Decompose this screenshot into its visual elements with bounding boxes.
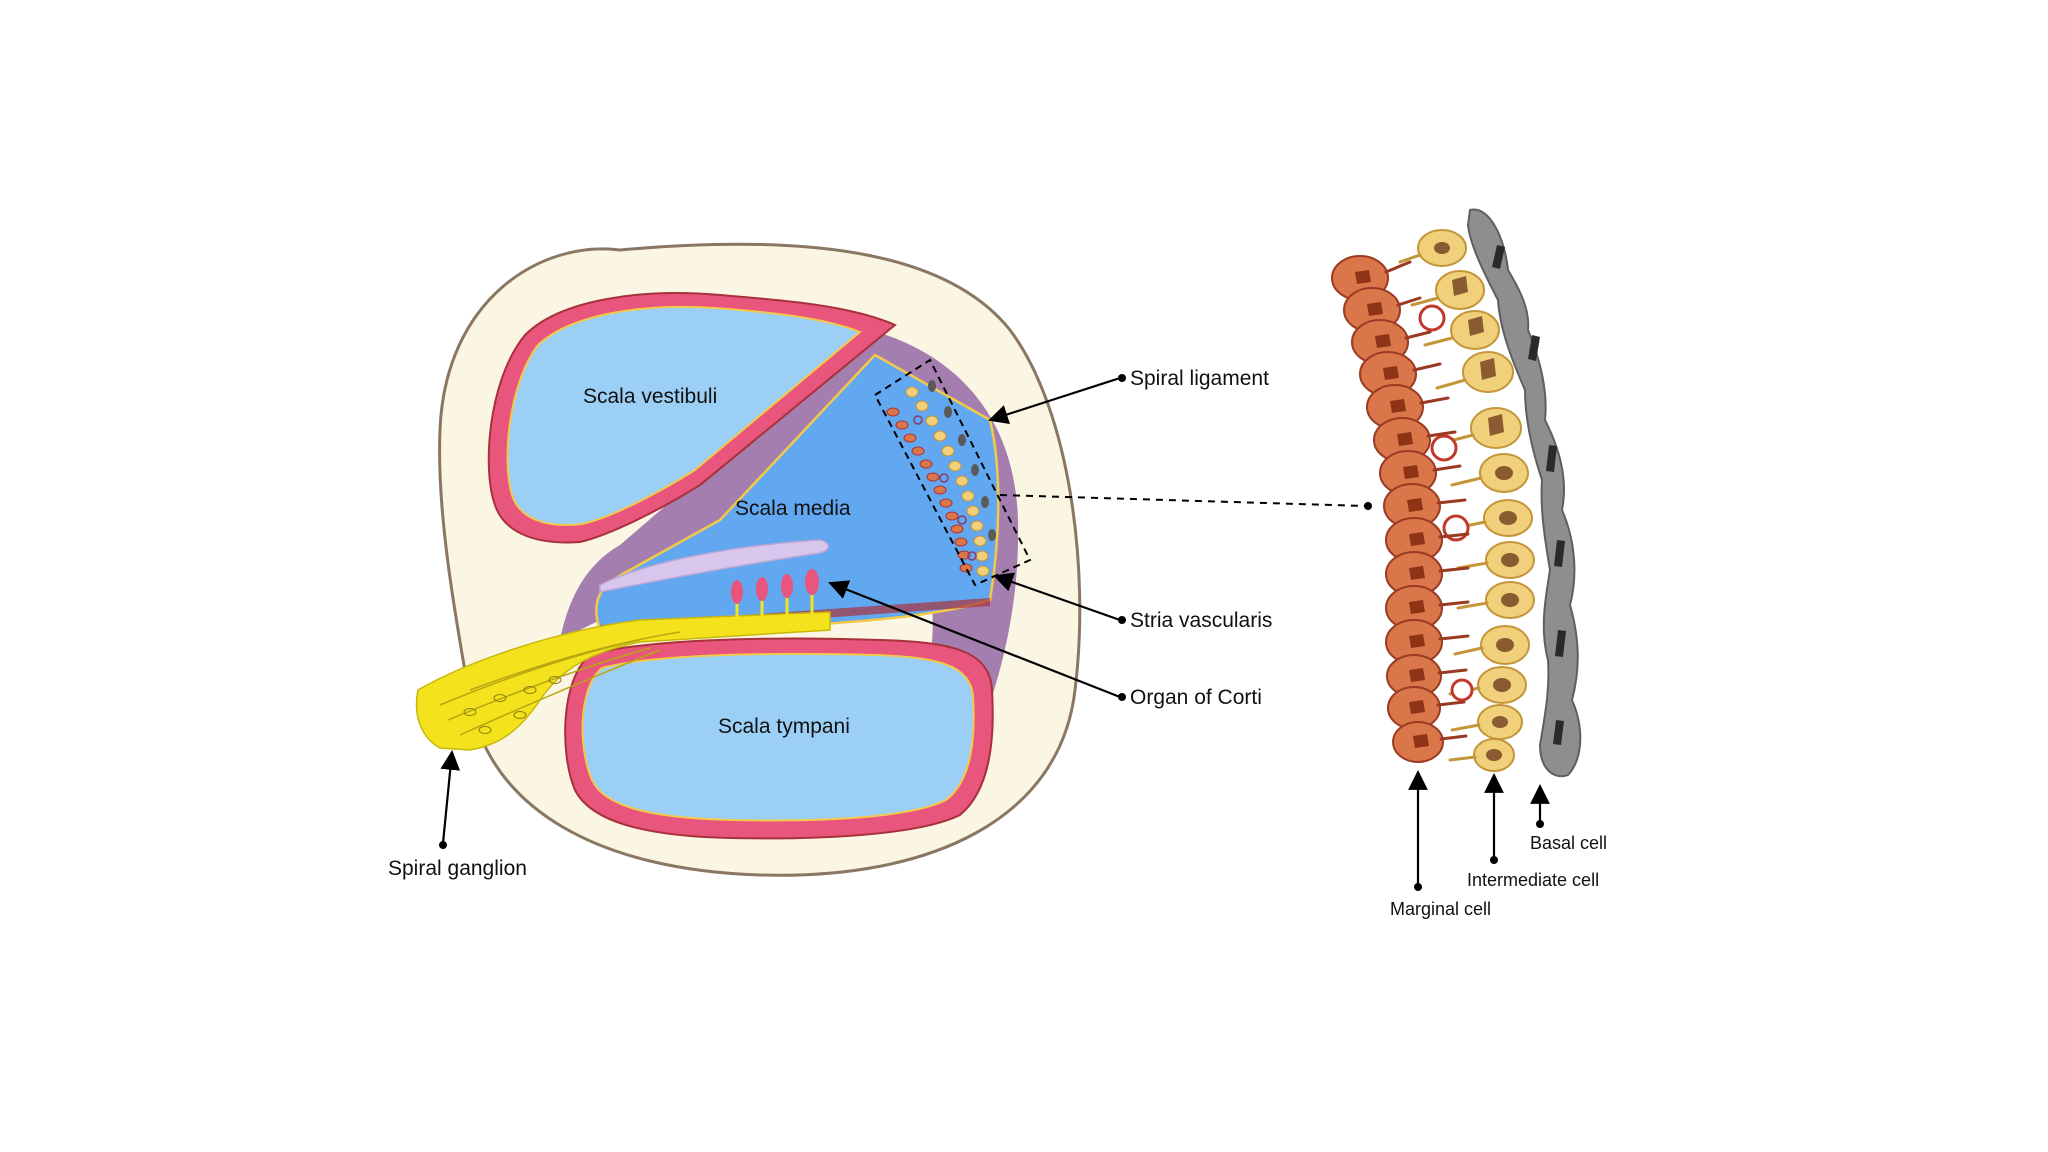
marginal-cell-layer bbox=[1331, 255, 1470, 763]
label-spiral-ganglion: Spiral ganglion bbox=[388, 857, 527, 880]
labels: Scala vestibuli Scala media Scala tympan… bbox=[388, 367, 1607, 919]
label-organ-of-corti: Organ of Corti bbox=[1130, 686, 1262, 709]
zoom-connector bbox=[999, 494, 1366, 507]
stria-vascularis-mini bbox=[886, 380, 996, 577]
label-scala-vestibuli: Scala vestibuli bbox=[583, 385, 717, 408]
basal-cell-layer bbox=[1466, 208, 1582, 778]
spiral-ganglion-nerve bbox=[415, 611, 831, 751]
label-spiral-ligament: Spiral ligament bbox=[1130, 367, 1269, 390]
zoom-connector-dot bbox=[1364, 502, 1372, 510]
scala-vestibuli bbox=[487, 292, 897, 544]
organ-of-corti-hair-cells bbox=[731, 569, 819, 622]
label-scala-tympani: Scala tympani bbox=[718, 715, 850, 738]
scala-tympani bbox=[564, 637, 994, 840]
label-stria-vascularis: Stria vascularis bbox=[1130, 609, 1272, 632]
stria-vascularis-detail bbox=[1331, 208, 1582, 778]
capillaries bbox=[1418, 304, 1474, 702]
label-basal-cell: Basal cell bbox=[1530, 833, 1607, 853]
cochlea-cross-section bbox=[415, 242, 1082, 877]
stria-zoom-box bbox=[873, 358, 1032, 587]
tectorial-membrane bbox=[599, 539, 829, 593]
intermediate-cell-layer bbox=[1398, 229, 1535, 772]
label-intermediate-cell: Intermediate cell bbox=[1467, 870, 1599, 890]
label-marginal-cell: Marginal cell bbox=[1390, 899, 1491, 919]
label-scala-media: Scala media bbox=[735, 497, 851, 520]
label-arrows bbox=[439, 374, 1550, 891]
